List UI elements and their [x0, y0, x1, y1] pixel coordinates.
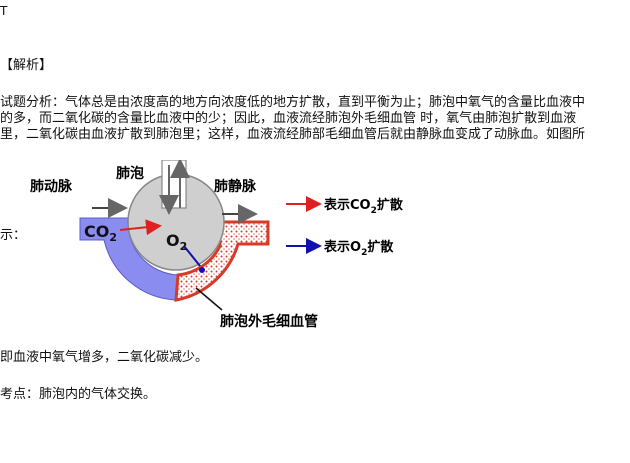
airway-tube: [161, 160, 187, 209]
paragraph-line-3: 里，二氧化碳由血液扩散到肺泡里；这样，血液流经肺部毛细血管后就由静脉血变成了动脉…: [0, 127, 586, 142]
o2-text: O2: [166, 231, 187, 253]
answer-mark: T: [0, 4, 8, 18]
conclusion-text: 即血液中氧气增多，二氧化碳减少。: [0, 350, 209, 365]
section-title: 【解析】: [0, 58, 53, 73]
paragraph-line-2: 的多，而二氧化碳的含量比血液中的少；因此，血液流经肺泡外毛细血管 时，氧气由肺泡…: [0, 111, 577, 126]
label-vein: 肺静脉: [214, 178, 257, 195]
capillary-leader-line: [195, 287, 223, 311]
gas-exchange-diagram: CO2 O2 肺动脉 肺泡 肺静脉 肺泡外毛细血管 表示CO2扩散 表示O2扩散: [30, 160, 404, 330]
paragraph-line-1: 试题分析：气体总是由浓度高的地方向浓度低的地方扩散，直到平衡为止；肺泡中氧气的含…: [0, 95, 586, 110]
co2-diffusion-arrow: [119, 219, 162, 236]
label-capillary: 肺泡外毛细血管: [220, 313, 318, 330]
label-artery: 肺动脉: [30, 178, 73, 195]
legend-co2-text: 表示CO2扩散: [323, 197, 404, 216]
vein-capillary: [174, 220, 270, 302]
legend-o2-text: 表示O2扩散: [323, 239, 394, 258]
analysis-paragraph: 试题分析：气体总是由浓度高的地方向浓度低的地方扩散，直到平衡为止；肺泡中氧气的含…: [0, 95, 630, 145]
shi-text: 示：: [0, 228, 27, 243]
o2-diffusion-arrow: [183, 245, 201, 267]
kaodian-text: 考点：肺泡内的气体交换。: [0, 387, 157, 402]
co2-text: CO2: [84, 222, 117, 244]
o2-arrow-head: [199, 267, 205, 273]
label-alveolus: 肺泡: [116, 165, 144, 182]
